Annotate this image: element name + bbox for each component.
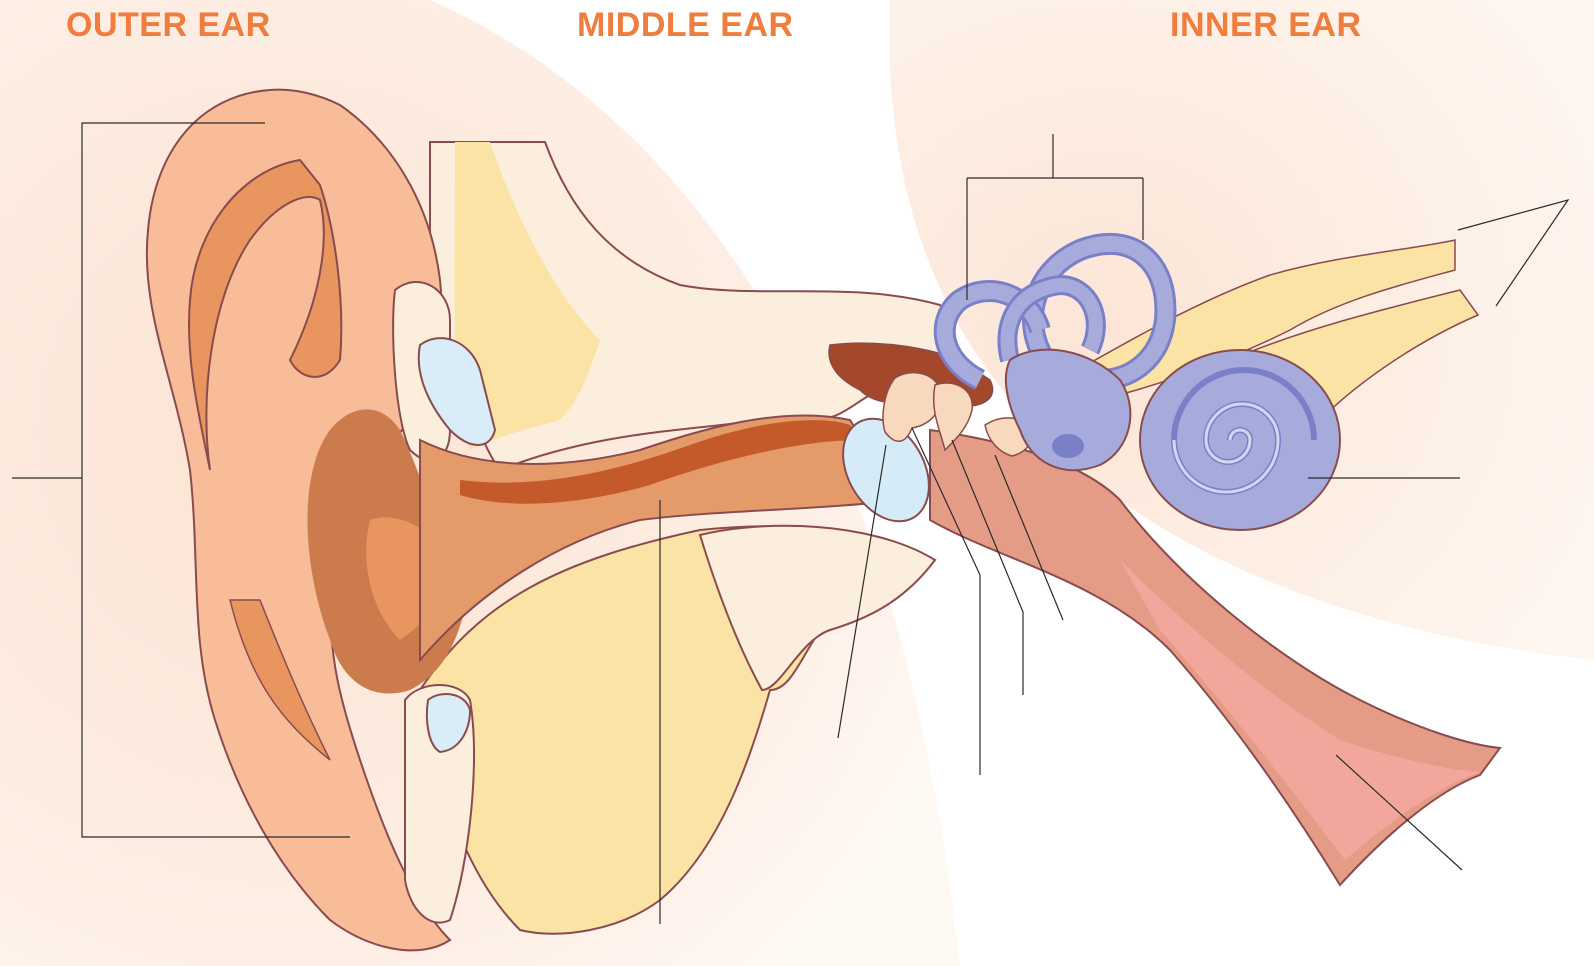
inner-ear-title: INNER EAR [1170,6,1362,45]
cochlea [1140,350,1340,530]
oval-window [1052,434,1084,458]
middle-ear-title: MIDDLE EAR [577,6,794,45]
outer-ear-title: OUTER EAR [66,6,271,45]
